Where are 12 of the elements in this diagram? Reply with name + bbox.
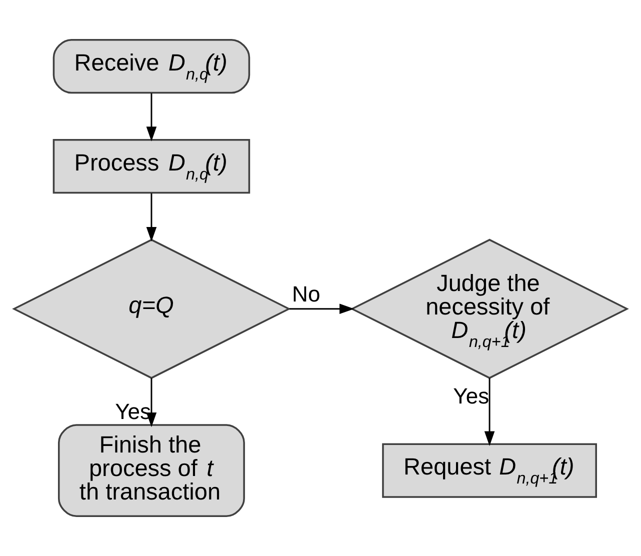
- arrow: [484, 378, 495, 446]
- arrow: [146, 93, 157, 142]
- node-box: Receive D$_{n,q}$(t): [52, 39, 250, 94]
- arrow: [289, 304, 354, 314]
- node-box: Process D$_{n,q}$(t): [52, 138, 250, 194]
- node-diamond: Judge the necessity of D$_{n,q+1}$(t): [350, 238, 629, 379]
- node-diamond: q=Q: [12, 238, 291, 379]
- node-box: Finish the process of t th transaction: [58, 424, 245, 517]
- edge-label: Yes: [453, 384, 490, 409]
- edge-label: No: [292, 282, 320, 307]
- node-box: Request D$_{n,q+1}$(t): [382, 443, 597, 498]
- arrow: [146, 193, 157, 242]
